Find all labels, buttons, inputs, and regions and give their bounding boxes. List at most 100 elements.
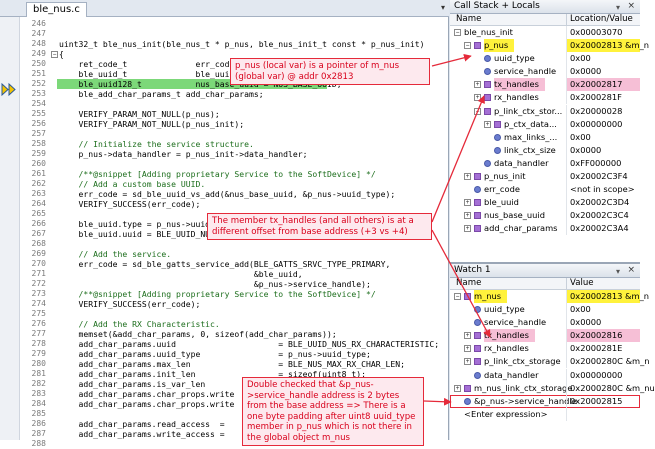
struct-icon	[464, 384, 471, 392]
locals-row[interactable]: max_links_... 0x00	[450, 130, 640, 144]
expand-icon[interactable]: +	[454, 384, 461, 392]
code-line: ret_code_t err_code;	[59, 59, 240, 69]
struct-icon	[474, 225, 481, 233]
tab-list-dropdown-icon[interactable]: ▾	[440, 3, 445, 12]
expand-icon[interactable]: +	[474, 94, 481, 102]
variable-name: &p_nus->service_handle	[474, 395, 577, 406]
column-header-name[interactable]: Name	[456, 14, 482, 24]
variable-value[interactable]: 0x20002816	[567, 329, 640, 343]
variable-value[interactable]: 0x0000	[570, 66, 602, 77]
column-header-location-value[interactable]: Location/Value	[570, 14, 633, 24]
variable-value[interactable]: 0x2000280C &m_n	[570, 356, 650, 367]
variable-value[interactable]: 0x20002817	[567, 78, 640, 92]
watch-row[interactable]: data_handler 0x00000000	[450, 368, 640, 382]
variable-name: service_handle	[494, 66, 557, 77]
variable-icon	[474, 371, 481, 379]
locals-row[interactable]: + p_ctx_data... 0x00000000	[450, 117, 640, 131]
variable-value[interactable]: 0x00	[570, 131, 591, 142]
variable-value[interactable]: 0x00003070	[570, 27, 623, 37]
locals-row[interactable]: service_handle 0x0000	[450, 65, 640, 79]
variable-value[interactable]: 0x20002C3A4	[570, 223, 629, 234]
locals-row[interactable]: err_code<not in scope>	[450, 183, 640, 197]
variable-name: max_links_...	[504, 131, 558, 142]
variable-value[interactable]: 0x0000	[570, 144, 602, 155]
variable-value[interactable]: 0x2000281F	[570, 92, 622, 103]
variable-value[interactable]: 0x2000280C &m_nu	[570, 382, 655, 393]
column-header-value[interactable]: Value	[570, 278, 594, 288]
variable-value[interactable]: 0x20002813 &m_n	[567, 290, 649, 303]
collapse-icon[interactable]: −	[464, 42, 471, 50]
variable-name: p_ctx_data...	[504, 118, 557, 129]
variable-icon	[474, 319, 481, 327]
close-icon[interactable]: ×	[627, 265, 635, 275]
variable-value[interactable]: 0x00000000	[570, 369, 623, 380]
struct-icon	[464, 293, 471, 300]
struct-icon	[484, 81, 491, 89]
expand-icon[interactable]: +	[464, 225, 471, 233]
variable-value[interactable]: 0x0000	[570, 317, 602, 328]
expand-icon[interactable]: +	[464, 358, 471, 366]
variable-value[interactable]: 0x20000028	[570, 105, 623, 116]
variable-name: tx_handles	[484, 329, 535, 343]
variable-name: p_nus_init	[484, 171, 526, 182]
expand-icon[interactable]: +	[464, 199, 471, 207]
locals-row[interactable]: −p_link_ctx_stor...0x20000028	[450, 104, 640, 118]
variable-value[interactable]: 0x20002C3C4	[570, 210, 629, 221]
panel-menu-icon[interactable]: ▾	[615, 267, 620, 276]
close-icon[interactable]: ×	[627, 1, 635, 11]
annotation-pointer-note: p_nus (local var) is a pointer of m_nus …	[230, 58, 430, 85]
watch-row[interactable]: + tx_handles 0x20002816	[450, 329, 640, 343]
fold-toggle-icon[interactable]: −	[51, 50, 58, 58]
editor-gutter[interactable]	[0, 17, 20, 440]
variable-value[interactable]: 0xFF000000	[570, 157, 622, 168]
expand-icon[interactable]: +	[464, 345, 471, 353]
expand-icon[interactable]: +	[464, 212, 471, 220]
watch-row[interactable]: <Enter expression>	[450, 407, 640, 421]
variable-value[interactable]: 0x00	[570, 53, 591, 64]
line-number: 273	[31, 289, 46, 298]
variable-value[interactable]: 0x2000281E	[570, 343, 623, 354]
panel-menu-icon[interactable]: ▾	[615, 3, 620, 12]
variable-value[interactable]: 0x00	[570, 304, 591, 315]
expand-icon[interactable]: +	[484, 120, 491, 128]
line-number: 267	[31, 229, 46, 238]
column-header-name[interactable]: Name	[456, 278, 482, 288]
variable-value[interactable]: 0x00000000	[570, 118, 623, 129]
variable-value[interactable]: 0x20002C3D4	[570, 197, 630, 208]
variable-value[interactable]: <not in scope>	[570, 184, 635, 195]
file-tab-ble-nus-c[interactable]: ble_nus.c	[26, 2, 87, 17]
watch-title-bar: Watch 1 ▾ ×	[450, 264, 640, 278]
collapse-icon[interactable]: −	[454, 29, 461, 36]
variable-name: m_nus_link_ctx_storage	[474, 382, 573, 393]
struct-icon	[484, 107, 491, 115]
variable-value[interactable]: 0x20002815	[570, 395, 623, 406]
expand-icon[interactable]: +	[464, 173, 471, 181]
collapse-icon[interactable]: −	[474, 107, 481, 115]
code-line: p_nus->data_handler = p_nus_init->data_h…	[59, 149, 308, 159]
locals-row[interactable]: + p_nus_init 0x20002C3F4	[450, 170, 640, 184]
variable-value[interactable]: 0x20002C3F4	[570, 171, 628, 182]
variable-name: data_handler	[484, 369, 539, 380]
line-number: 271	[31, 269, 46, 278]
expand-icon[interactable]: +	[464, 332, 471, 340]
variable-value[interactable]: 0x20002813 &m_n	[567, 39, 649, 53]
expand-icon[interactable]: +	[474, 81, 481, 89]
collapse-icon[interactable]: −	[454, 293, 461, 300]
